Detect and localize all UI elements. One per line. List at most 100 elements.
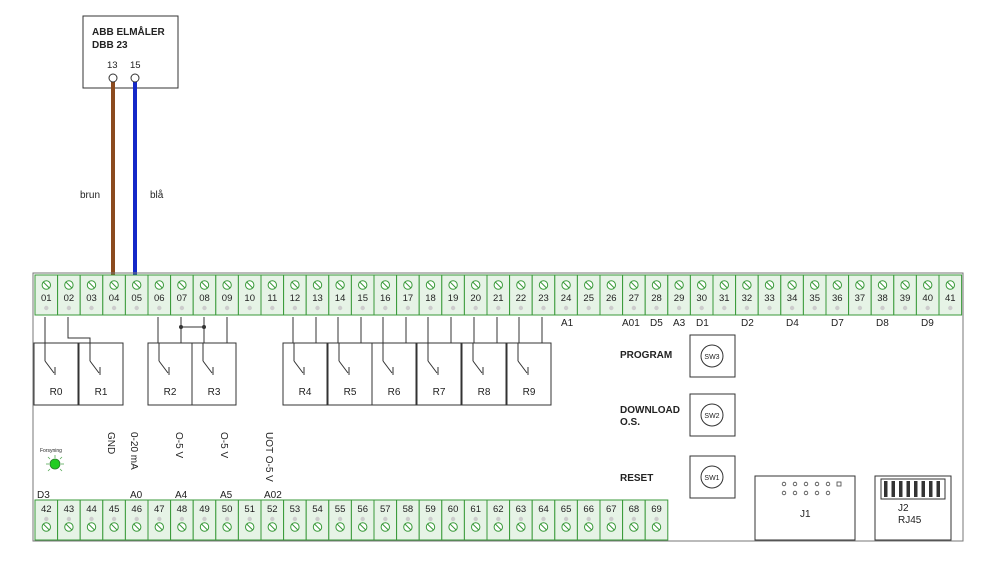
terminal-52[interactable]: 52 — [260, 499, 285, 541]
terminal-51[interactable]: 51 — [237, 499, 262, 541]
io-label-a0: A0 — [130, 490, 143, 501]
terminal-59[interactable]: 59 — [418, 499, 443, 541]
terminal-61[interactable]: 61 — [463, 499, 488, 541]
terminal-contact — [428, 305, 433, 311]
j2-pin-array — [880, 478, 946, 500]
terminal-37[interactable]: 37 — [848, 274, 872, 316]
terminal-28[interactable]: 28 — [644, 274, 669, 316]
terminal-01[interactable]: 01 — [34, 274, 59, 316]
terminal-54[interactable]: 54 — [305, 499, 330, 541]
terminal-08[interactable]: 08 — [192, 274, 217, 316]
screw-slot — [42, 281, 50, 289]
terminal-33[interactable]: 33 — [757, 274, 782, 316]
terminal-contact — [202, 305, 207, 311]
terminal-62[interactable]: 62 — [486, 499, 511, 541]
vertical-label-0-20ma: 0-20 mA — [128, 432, 139, 470]
terminal-11[interactable]: 11 — [260, 274, 285, 316]
terminal-57[interactable]: 57 — [373, 499, 398, 541]
terminal-number: 47 — [154, 504, 165, 515]
terminal-29[interactable]: 29 — [667, 274, 691, 316]
terminal-40[interactable]: 40 — [915, 274, 940, 316]
relay-label: R9 — [523, 387, 536, 398]
terminal-55[interactable]: 55 — [328, 499, 352, 541]
download-switch-button[interactable] — [700, 403, 724, 427]
terminal-56[interactable]: 56 — [350, 499, 375, 541]
terminal-36[interactable]: 36 — [825, 274, 850, 316]
terminal-09[interactable]: 09 — [215, 274, 239, 316]
terminal-15[interactable]: 15 — [350, 274, 375, 316]
terminal-53[interactable]: 53 — [283, 499, 307, 541]
terminal-63[interactable]: 63 — [509, 499, 533, 541]
terminal-65[interactable]: 65 — [554, 499, 578, 541]
blue-wire-label: blå — [150, 189, 164, 201]
terminal-14[interactable]: 14 — [328, 274, 352, 316]
terminal-number: 09 — [222, 293, 233, 304]
terminal-13[interactable]: 13 — [305, 274, 330, 316]
terminal-17[interactable]: 17 — [396, 274, 420, 316]
terminal-35[interactable]: 35 — [802, 274, 827, 316]
j2-pin — [891, 481, 895, 497]
terminal-20[interactable]: 20 — [463, 274, 488, 316]
terminal-60[interactable]: 60 — [441, 499, 465, 541]
screw-slot — [42, 523, 50, 531]
terminal-27[interactable]: 27 — [622, 274, 646, 316]
terminal-44[interactable]: 44 — [79, 499, 104, 541]
terminal-48[interactable]: 48 — [170, 499, 194, 541]
terminal-39[interactable]: 39 — [893, 274, 917, 316]
terminal-66[interactable]: 66 — [576, 499, 601, 541]
terminal-22[interactable]: 22 — [509, 274, 533, 316]
terminal-contact — [247, 305, 252, 311]
meter-model: DBB 23 — [92, 40, 128, 51]
terminal-58[interactable]: 58 — [396, 499, 420, 541]
terminal-30[interactable]: 30 — [689, 274, 714, 316]
terminal-42[interactable]: 42 — [34, 499, 59, 541]
terminal-19[interactable]: 19 — [441, 274, 465, 316]
terminal-16[interactable]: 16 — [373, 274, 398, 316]
terminal-number: 37 — [855, 293, 866, 304]
terminal-contact — [315, 516, 320, 522]
screw-slot — [268, 523, 276, 531]
terminal-47[interactable]: 47 — [147, 499, 172, 541]
terminal-number: 24 — [561, 293, 572, 304]
terminal-38[interactable]: 38 — [870, 274, 895, 316]
terminal-31[interactable]: 31 — [712, 274, 737, 316]
terminal-34[interactable]: 34 — [780, 274, 804, 316]
terminal-03[interactable]: 03 — [79, 274, 104, 316]
terminal-contact — [337, 305, 343, 311]
reset-switch-id: SW1 — [704, 475, 719, 482]
terminal-67[interactable]: 67 — [599, 499, 624, 541]
terminal-25[interactable]: 25 — [576, 274, 601, 316]
terminal-23[interactable]: 23 — [531, 274, 556, 316]
terminal-24[interactable]: 24 — [554, 274, 578, 316]
terminal-02[interactable]: 02 — [57, 274, 81, 316]
terminal-04[interactable]: 04 — [102, 274, 126, 316]
terminal-46[interactable]: 46 — [124, 499, 149, 541]
terminal-68[interactable]: 68 — [622, 499, 646, 541]
terminal-50[interactable]: 50 — [215, 499, 239, 541]
terminal-contact — [450, 516, 456, 522]
terminal-45[interactable]: 45 — [102, 499, 126, 541]
terminal-21[interactable]: 21 — [486, 274, 511, 316]
terminal-05[interactable]: 05 — [124, 274, 149, 316]
terminal-32[interactable]: 32 — [735, 274, 759, 316]
terminal-64[interactable]: 64 — [531, 499, 556, 541]
io-label-d7: D7 — [831, 318, 844, 329]
terminal-12[interactable]: 12 — [283, 274, 307, 316]
screw-slot — [314, 281, 321, 289]
screw-slot — [720, 281, 728, 289]
terminal-number: 28 — [651, 293, 662, 304]
screw-slot — [133, 523, 141, 531]
terminal-69[interactable]: 69 — [644, 499, 669, 541]
terminal-43[interactable]: 43 — [57, 499, 81, 541]
screw-slot — [314, 523, 321, 531]
terminal-06[interactable]: 06 — [147, 274, 172, 316]
terminal-07[interactable]: 07 — [170, 274, 194, 316]
terminal-10[interactable]: 10 — [237, 274, 262, 316]
terminal-contact — [473, 516, 478, 522]
program-switch-button[interactable] — [700, 344, 724, 368]
terminal-18[interactable]: 18 — [418, 274, 443, 316]
terminal-41[interactable]: 41 — [938, 274, 963, 316]
terminal-49[interactable]: 49 — [192, 499, 217, 541]
reset-switch-button[interactable] — [700, 465, 724, 489]
terminal-26[interactable]: 26 — [599, 274, 624, 316]
